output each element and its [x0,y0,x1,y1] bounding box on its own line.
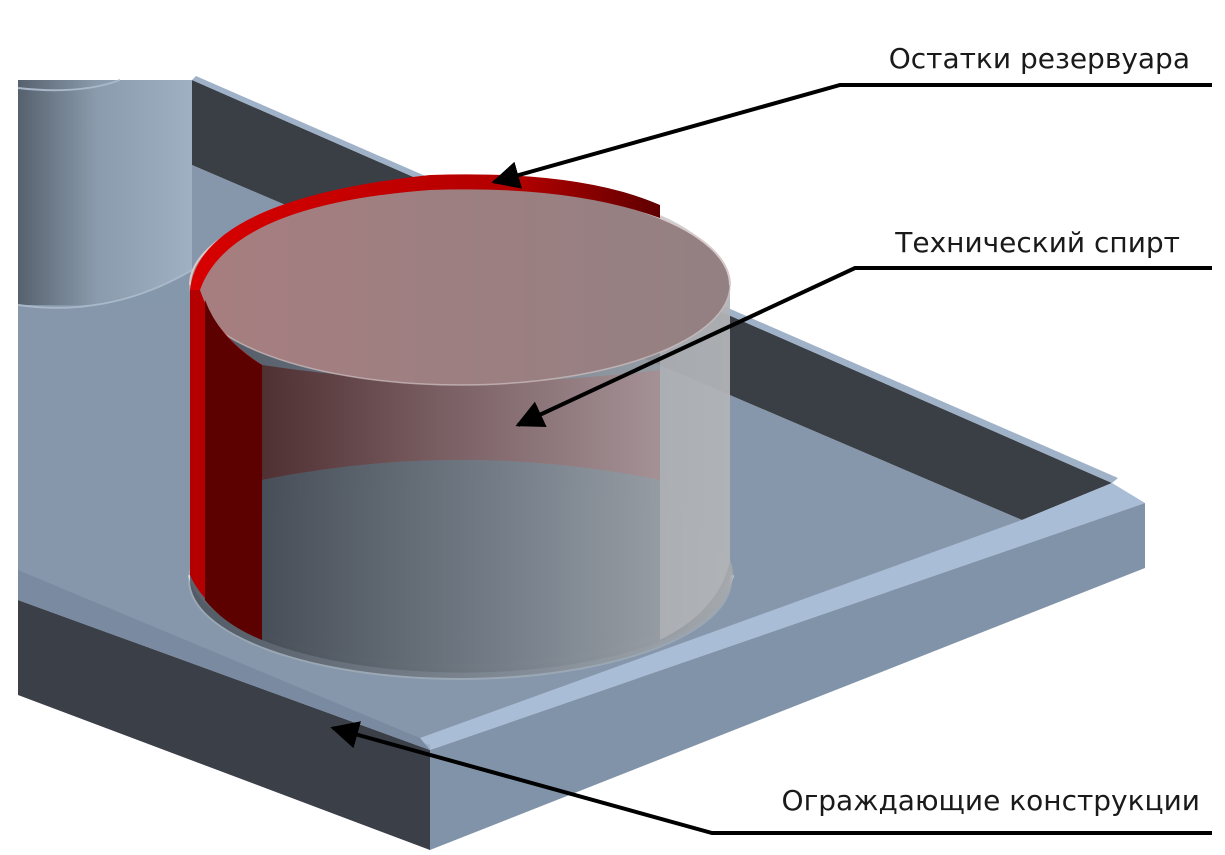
label-tank-remains: Остатки резервуара [889,42,1190,75]
tank-wall-rim [190,174,660,290]
liquid-top [190,185,730,385]
neighbour-tank [17,79,193,309]
neighbour-tank-body [18,80,192,305]
leader-line-enclosing-structures [330,721,1212,835]
leader-line-tank-remains [491,83,1212,189]
liquid-side [262,365,660,480]
platform-front-side [18,600,430,850]
liquid-bottom [262,460,733,673]
curb-side [430,503,1145,850]
callouts: Остатки резервуара Технический спирт Огр… [330,42,1212,835]
leader-line-technical-alcohol [515,266,1212,428]
label-enclosing-structures: Ограждающие конструкции [782,784,1200,817]
curb-top [420,483,1145,750]
neighbour-tank-bottom [18,270,192,307]
inner-ledge [18,570,430,750]
alcohol-tank [188,174,734,680]
label-technical-alcohol: Технический спирт [894,226,1180,259]
tank-wall-left-shade [205,300,262,640]
